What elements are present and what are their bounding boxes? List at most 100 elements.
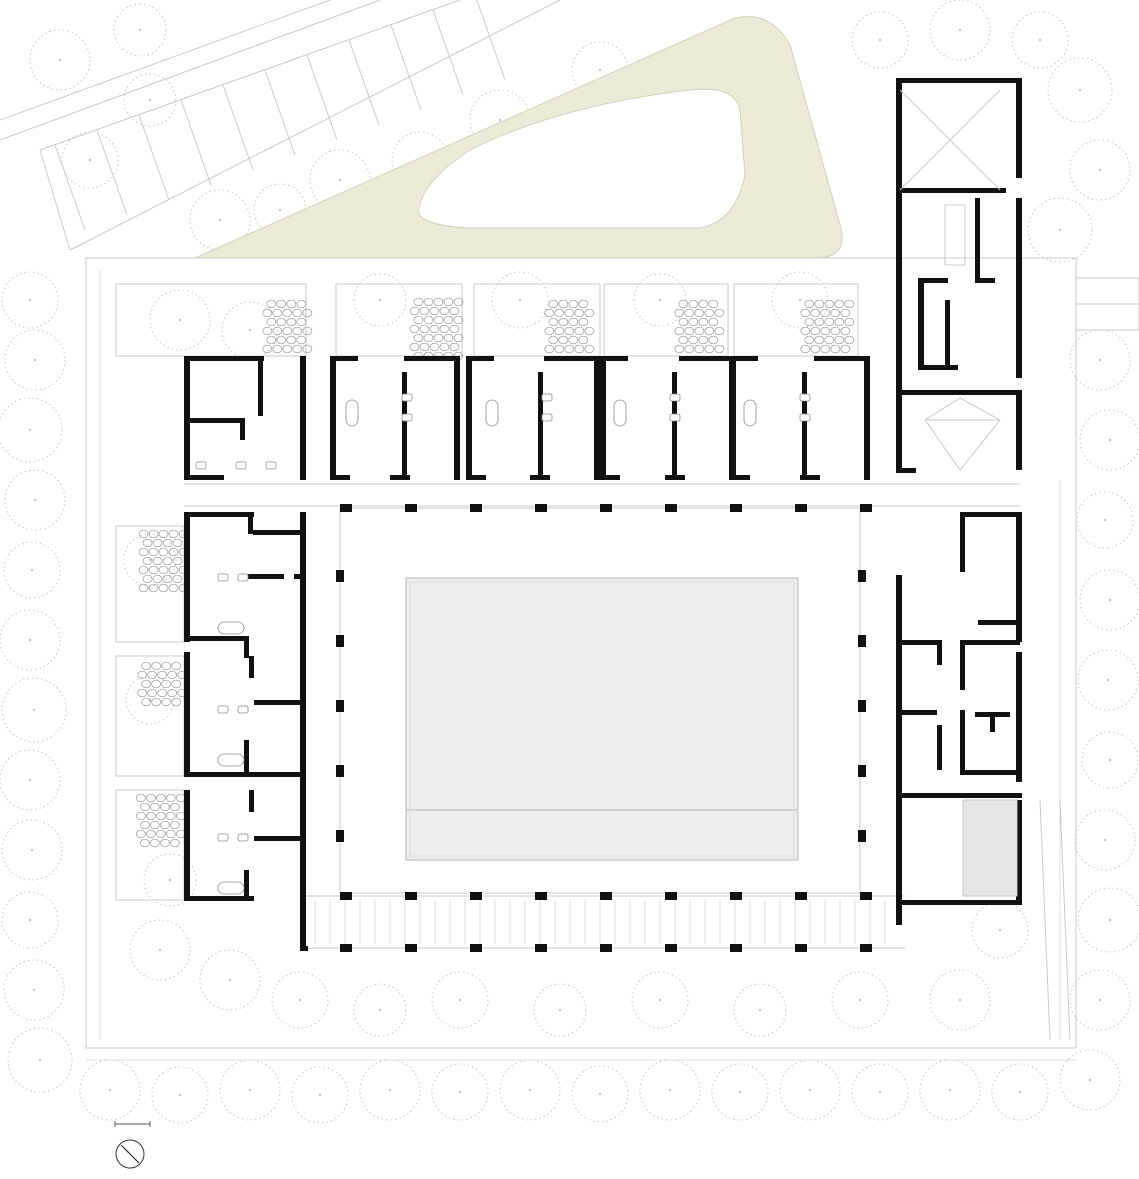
- parking-stall-line: [306, 54, 338, 141]
- tree-canopy: [1069, 139, 1131, 201]
- tree-trunk: [378, 1008, 382, 1012]
- pebble: [714, 308, 725, 318]
- wall-segment: [538, 372, 543, 480]
- pebble: [166, 829, 176, 839]
- sink: [265, 461, 277, 470]
- pebble: [272, 308, 283, 318]
- pebble: [674, 344, 685, 354]
- wall-segment: [594, 356, 600, 480]
- pebble: [578, 299, 589, 309]
- pebble: [142, 574, 153, 584]
- pebble: [810, 344, 821, 354]
- pebble: [141, 661, 152, 671]
- bathtub: [217, 753, 245, 767]
- pebble: [172, 556, 183, 566]
- column: [340, 504, 352, 512]
- tree-trunk: [598, 1092, 602, 1096]
- tree-trunk: [88, 158, 92, 162]
- parking-stall-line: [96, 129, 128, 216]
- pebble: [167, 688, 178, 698]
- tree-trunk: [518, 298, 522, 302]
- tree-trunk: [148, 98, 152, 102]
- column: [336, 765, 344, 777]
- pebble: [568, 299, 579, 309]
- pebble: [166, 793, 176, 803]
- wall-segment: [802, 372, 807, 480]
- tree-trunk: [28, 778, 32, 782]
- pebble: [171, 679, 182, 689]
- column: [665, 892, 677, 900]
- wall-segment: [300, 512, 306, 524]
- tree-trunk: [1058, 228, 1062, 232]
- wall-segment: [184, 772, 304, 777]
- tree-trunk: [248, 1088, 252, 1092]
- wall-segment: [896, 575, 902, 925]
- pebble: [146, 811, 156, 821]
- sink: [195, 461, 207, 470]
- pebble: [684, 344, 695, 354]
- pebble: [678, 299, 689, 309]
- column: [336, 570, 344, 582]
- pebble: [148, 565, 159, 575]
- tree-trunk: [33, 358, 37, 362]
- wall-segment: [294, 574, 304, 579]
- pebble: [840, 326, 851, 336]
- tree-canopy: [0, 609, 61, 671]
- column: [858, 700, 866, 712]
- pebble: [544, 326, 555, 336]
- wall-segment: [330, 356, 358, 361]
- tree-trunk: [28, 428, 32, 432]
- pebble: [157, 688, 168, 698]
- tree-trunk: [138, 28, 142, 32]
- column: [535, 504, 547, 512]
- tree-canopy: [431, 971, 489, 1029]
- tree-canopy: [129, 919, 191, 981]
- wall-segment: [978, 620, 1020, 625]
- tree-trunk: [158, 948, 162, 952]
- pebble: [413, 297, 424, 307]
- pebble: [161, 697, 172, 707]
- parking-stall-line: [54, 144, 86, 231]
- tree-trunk: [598, 68, 602, 72]
- wall-segment: [190, 418, 240, 423]
- pebble: [568, 317, 579, 327]
- pebble: [443, 333, 454, 343]
- sink: [799, 413, 811, 422]
- pebble: [574, 344, 585, 354]
- pebble: [171, 697, 182, 707]
- tree-canopy: [1069, 969, 1131, 1031]
- column: [600, 892, 612, 900]
- column: [730, 944, 742, 952]
- pebble: [168, 547, 179, 557]
- wall-segment: [896, 900, 1022, 905]
- pebble: [584, 326, 595, 336]
- tree-trunk: [958, 998, 962, 1002]
- wall-segment: [454, 356, 460, 480]
- column: [600, 944, 612, 952]
- pebble: [584, 344, 595, 354]
- pebble: [276, 335, 287, 345]
- pebble: [564, 308, 575, 318]
- pebble: [148, 547, 159, 557]
- pebble: [142, 556, 153, 566]
- wall-segment: [390, 475, 410, 480]
- building-walls: [184, 78, 1022, 951]
- tree-canopy: [779, 1059, 841, 1121]
- wall-segment: [975, 198, 980, 278]
- wall-segment: [896, 793, 1022, 798]
- wall-segment: [244, 574, 284, 579]
- wall-segment: [960, 770, 1020, 775]
- pebble: [429, 306, 440, 316]
- pebble: [147, 688, 158, 698]
- column: [795, 944, 807, 952]
- tree-canopy: [113, 3, 167, 57]
- column: [340, 944, 352, 952]
- tree-canopy: [0, 749, 61, 811]
- pebble: [161, 661, 172, 671]
- wall-segment: [600, 475, 620, 480]
- tree-canopy: [851, 11, 909, 69]
- tree-canopy: [143, 853, 197, 907]
- column: [858, 635, 866, 647]
- tree-trunk: [28, 638, 32, 642]
- pebble: [147, 670, 158, 680]
